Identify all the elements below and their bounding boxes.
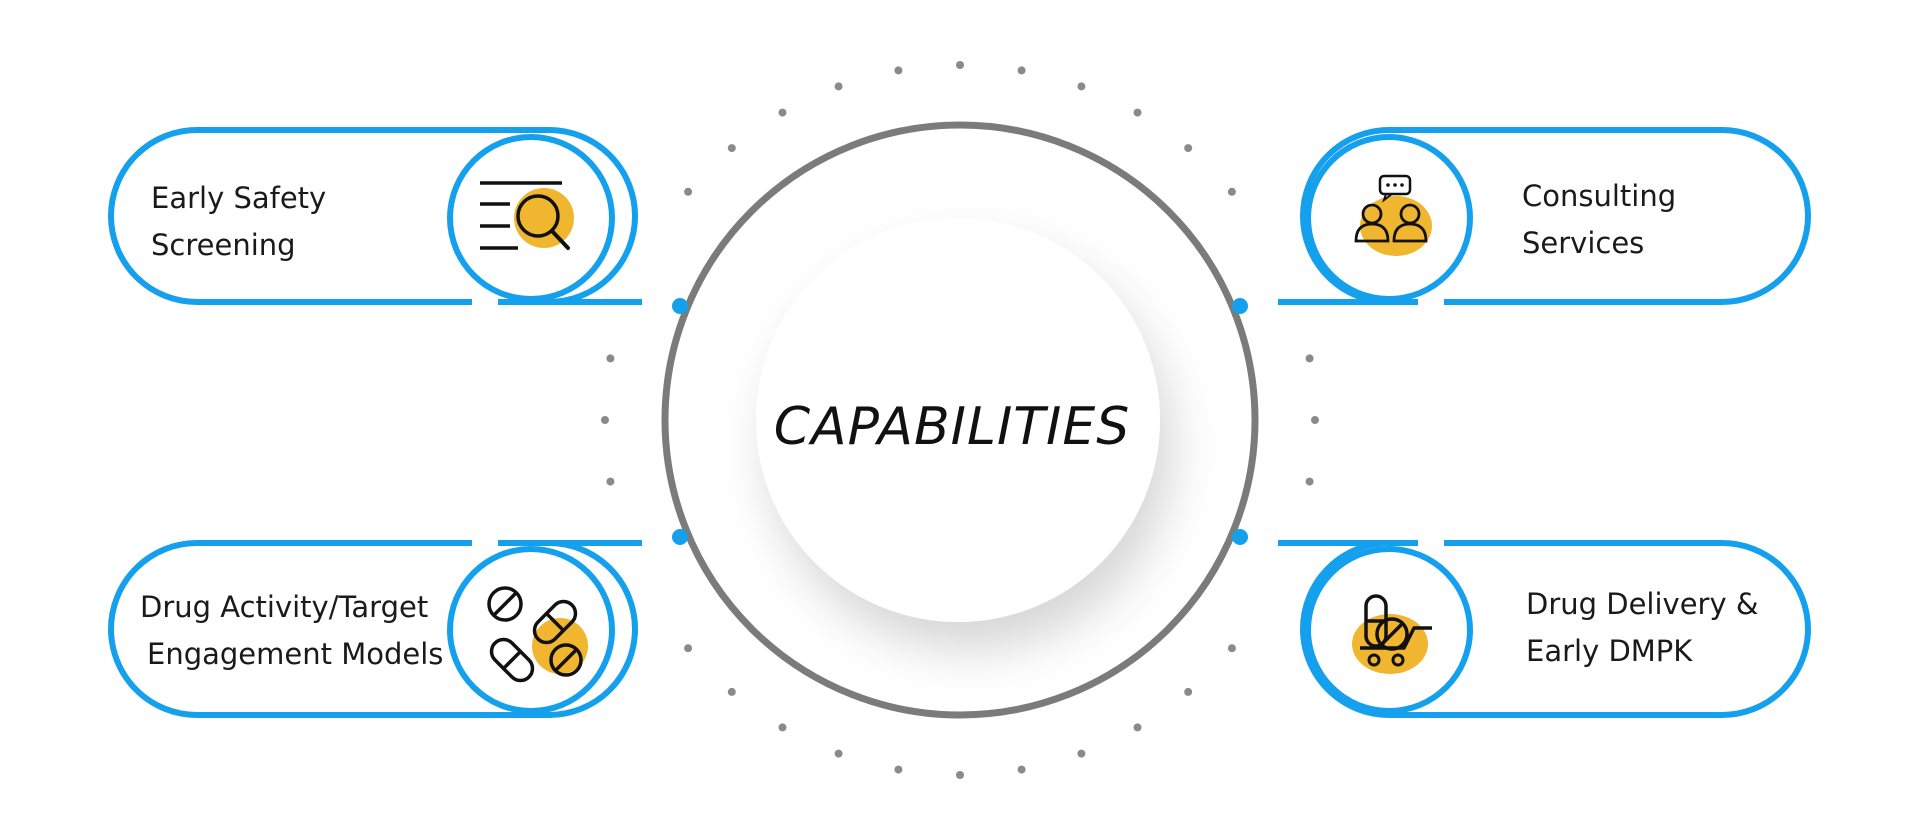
pills-icon <box>487 586 588 683</box>
connector-dot-bottom-right <box>1232 529 1248 545</box>
ring-dot <box>1184 144 1193 153</box>
connector-dot-bottom-left <box>672 529 688 545</box>
card-label: Drug Activity/Target Engagement Models <box>140 590 443 671</box>
ring-dot <box>1077 749 1086 758</box>
ring-dot <box>894 765 903 774</box>
center-title: CAPABILITIES <box>774 397 1131 457</box>
ring-dot <box>778 723 787 732</box>
ring-dot <box>1305 354 1314 363</box>
card-consulting: Consulting Services <box>1278 127 1811 308</box>
ring-dot <box>1184 687 1193 696</box>
card-label-line-2: Early DMPK <box>1526 634 1693 668</box>
card-drug-delivery: Drug Delivery & Early DMPK <box>1278 537 1811 718</box>
card-outline <box>108 540 638 718</box>
ring-dot <box>1133 723 1142 732</box>
card-outline <box>108 127 638 305</box>
card-label-line-1: Drug Activity/Target <box>140 590 428 624</box>
card-outline <box>1300 540 1811 718</box>
ring-dot <box>1133 108 1142 117</box>
ring-dot <box>1227 644 1236 653</box>
card-label-line-1: Early Safety <box>151 181 326 215</box>
connector-dot-top-right <box>1232 298 1248 314</box>
ring-dot <box>684 187 693 196</box>
ring-dot <box>956 771 964 779</box>
ring-dot <box>894 66 903 75</box>
card-connector-gap <box>472 537 498 549</box>
card-connector-gap <box>1418 537 1444 549</box>
ring-dot <box>1077 82 1086 91</box>
ring-dot <box>727 144 736 153</box>
ring-dot <box>727 687 736 696</box>
outer-ring <box>661 121 1259 719</box>
card-label: Drug Delivery & Early DMPK <box>1526 587 1768 668</box>
ring-dot <box>1017 66 1026 75</box>
search-document-icon <box>480 181 574 250</box>
card-label-line-2: Services <box>1522 226 1644 260</box>
ring-dot <box>684 644 693 653</box>
card-drug-activity: Drug Activity/Target Engagement Models <box>108 537 642 718</box>
card-label: Consulting Services <box>1522 179 1685 260</box>
ring-dot <box>1311 416 1319 424</box>
card-outline <box>1300 127 1811 305</box>
card-label-line-1: Consulting <box>1522 179 1676 213</box>
ring-dot <box>1227 187 1236 196</box>
consultants-chat-icon <box>1354 174 1432 256</box>
card-connector-gap <box>1418 296 1444 308</box>
ring-dot <box>606 354 615 363</box>
ring-dot <box>956 61 964 69</box>
ring-dot <box>1305 477 1314 486</box>
dotted-ring <box>601 61 1319 779</box>
ring-dot <box>834 749 843 758</box>
ring-dot <box>601 416 609 424</box>
card-label-line-1: Drug Delivery & <box>1526 587 1758 621</box>
icon-badge-inner <box>453 552 609 708</box>
card-label: Early Safety Screening <box>151 181 335 262</box>
card-connector-gap <box>472 296 498 308</box>
ring-dot <box>606 477 615 486</box>
ring-dot <box>834 82 843 91</box>
connector-dot-top-left <box>672 298 688 314</box>
ring-dot <box>1017 765 1026 774</box>
card-label-line-2: Screening <box>151 228 296 262</box>
capsule-cart-icon <box>1352 594 1432 674</box>
card-label-line-2: Engagement Models <box>147 637 443 671</box>
center-disc <box>756 218 1160 622</box>
card-early-safety: Early Safety Screening <box>108 127 642 308</box>
ring-dot <box>778 108 787 117</box>
